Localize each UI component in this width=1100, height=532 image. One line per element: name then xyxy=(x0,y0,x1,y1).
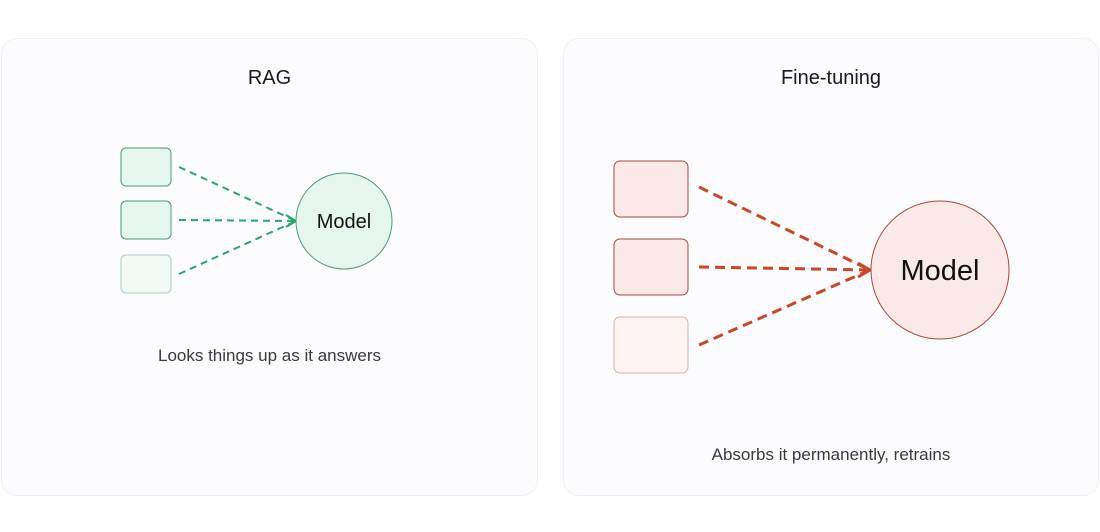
fine-tuning-model-circle xyxy=(870,200,1010,340)
fine-tuning-connector-3 xyxy=(698,268,871,347)
fine-tuning-arrowhead xyxy=(857,261,873,279)
rag-connector-2 xyxy=(178,219,297,222)
fine-tuning-connectors xyxy=(698,185,871,347)
fine-tuning-document-boxes xyxy=(613,160,689,374)
rag-document-2 xyxy=(120,200,172,240)
fine-tuning-diagram: Model xyxy=(613,160,1010,374)
fine-tuning-document-2 xyxy=(613,238,689,296)
rag-connector-1 xyxy=(178,166,297,222)
fine-tuning-arrowheads xyxy=(857,261,873,279)
fine-tuning-title: Fine-tuning xyxy=(780,67,882,89)
rag-document-boxes xyxy=(120,147,172,294)
fine-tuning-connector-2 xyxy=(698,265,871,272)
rag-diagram: Model xyxy=(120,147,393,294)
rag-connectors xyxy=(178,166,297,275)
rag-model-circle xyxy=(295,172,393,270)
rag-title: RAG xyxy=(247,67,292,89)
rag-document-3 xyxy=(120,254,172,294)
fine-tuning-model-label: Model xyxy=(901,255,980,287)
fine-tuning-panel: Fine-tuning Model Absorbs it permanently… xyxy=(563,38,1099,496)
rag-panel: RAG Model Looks things up as it answers xyxy=(1,38,538,496)
fine-tuning-caption: Absorbs it permanently, retrains xyxy=(711,445,951,464)
rag-caption: Looks things up as it answers xyxy=(157,346,381,365)
rag-document-1 xyxy=(120,147,172,187)
fine-tuning-document-3 xyxy=(613,316,689,374)
rag-model-label: Model xyxy=(317,211,371,233)
rag-connector-3 xyxy=(178,220,297,275)
fine-tuning-document-1 xyxy=(613,160,689,218)
fine-tuning-connector-1 xyxy=(698,185,871,272)
